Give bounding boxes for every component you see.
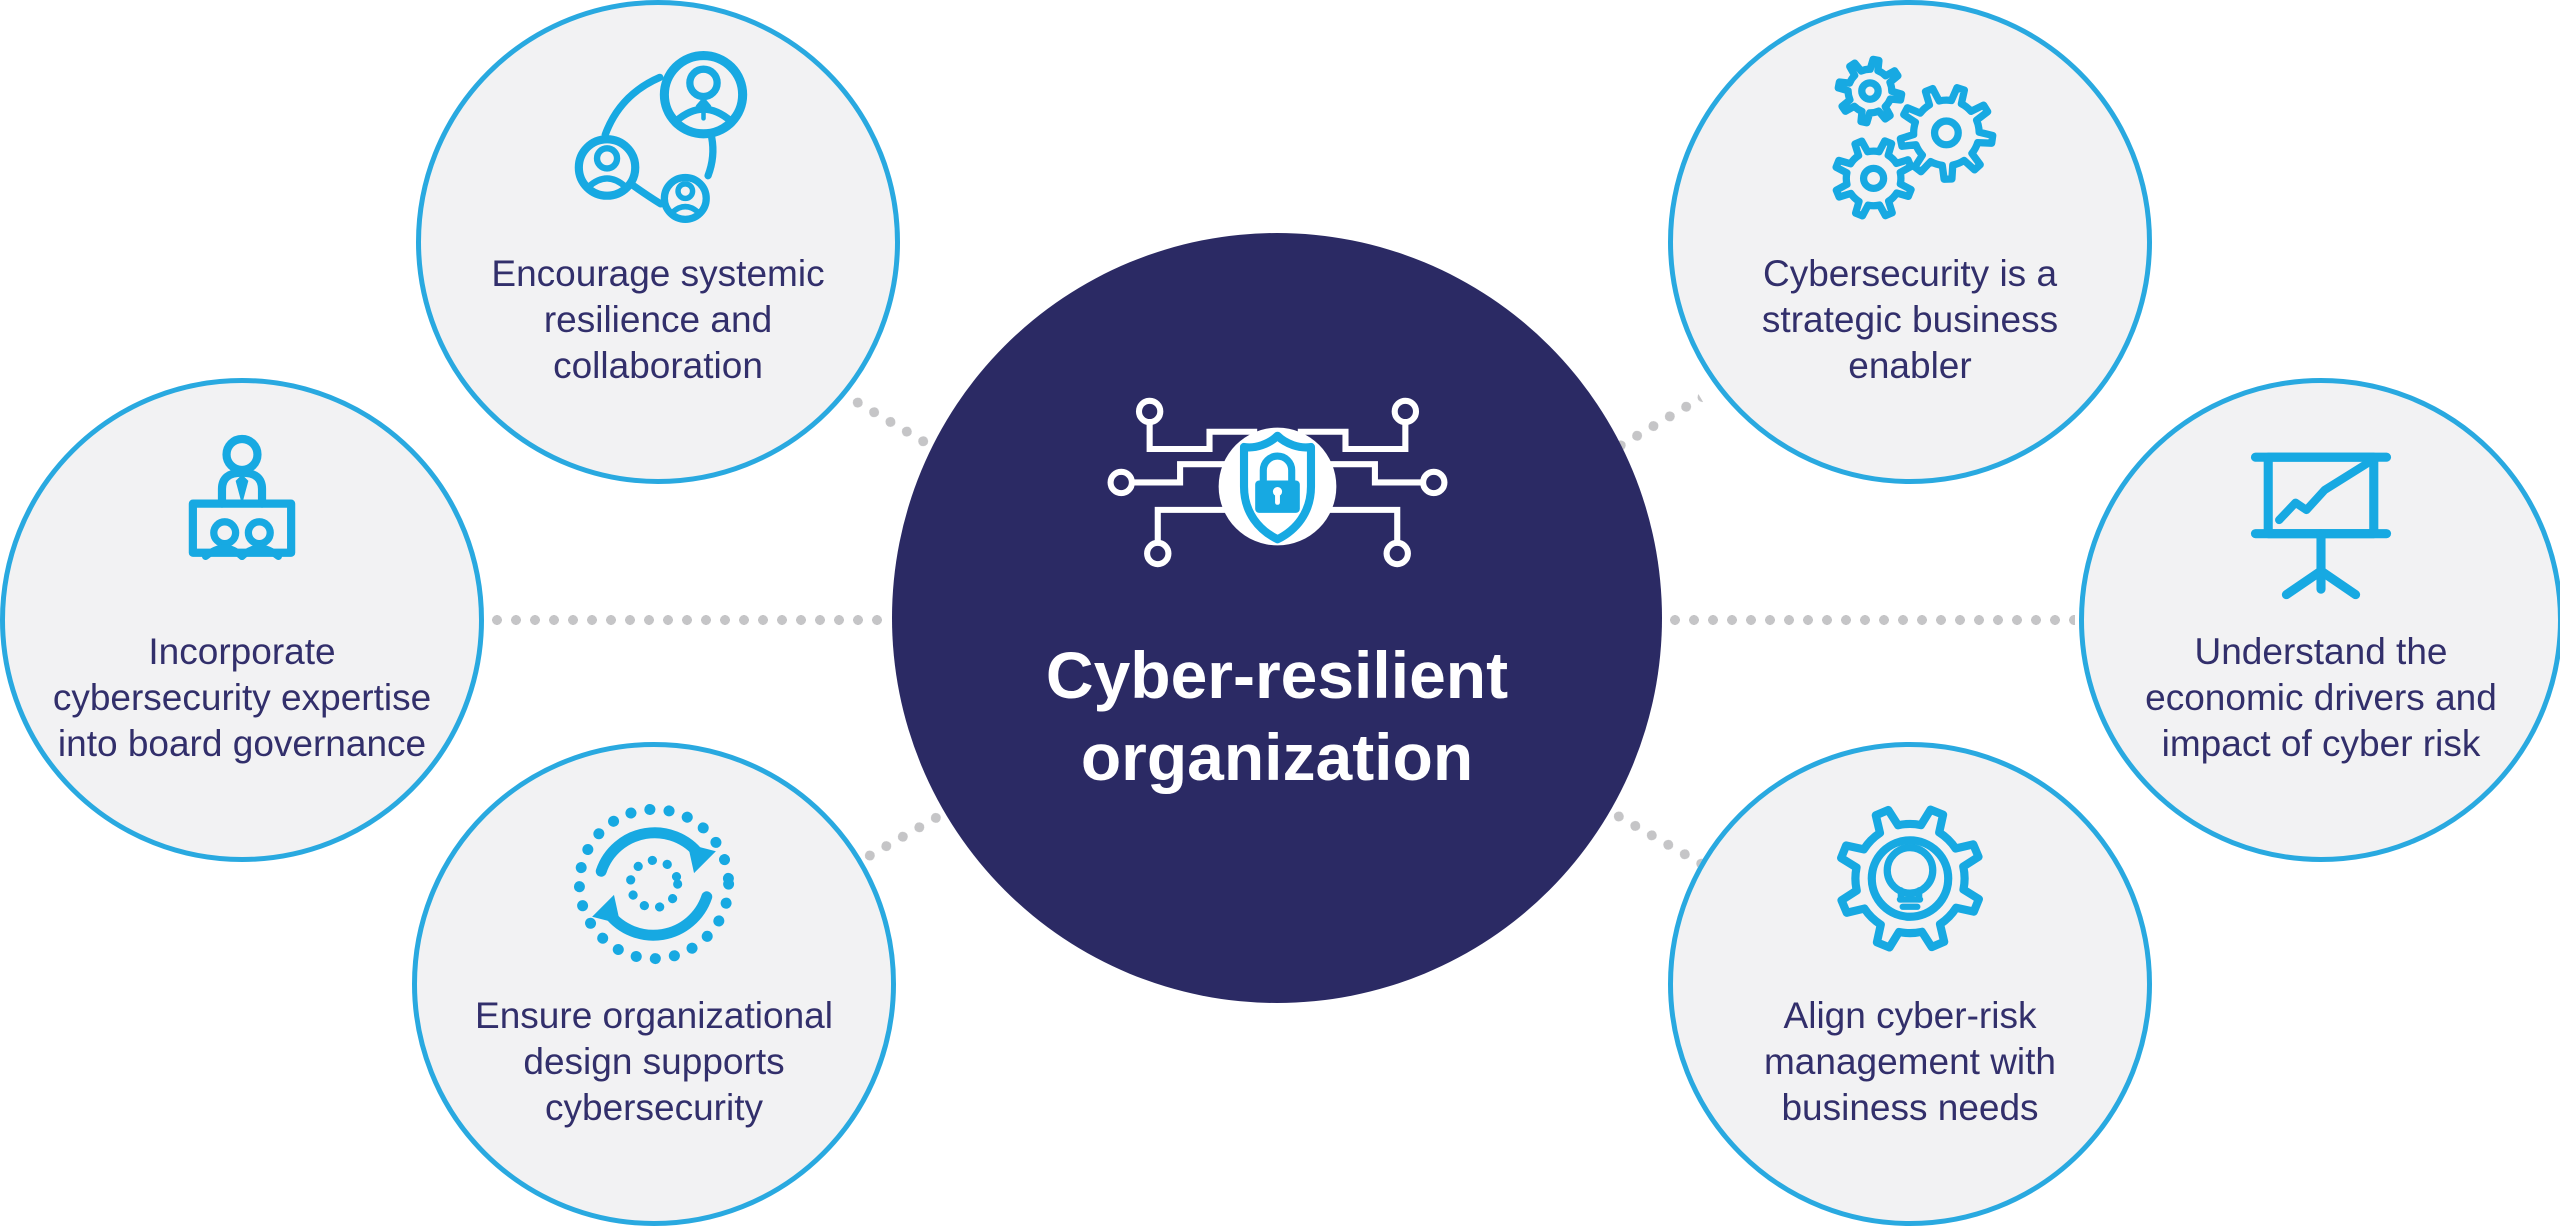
satellite-text-line: Encourage systemic	[491, 253, 825, 294]
satellite-encourage-resilience: Encourage systemic resilience and collab…	[416, 0, 900, 484]
satellite-text-line: enabler	[1848, 345, 1972, 386]
shield-lock-network-icon	[1105, 393, 1450, 576]
connector-bottom-right	[1608, 806, 1704, 869]
satellite-text-line: cybersecurity	[545, 1087, 763, 1128]
satellite-text-line: into board governance	[57, 723, 427, 764]
gears-icon	[1819, 51, 2001, 233]
satellite-text-line: Incorporate	[148, 631, 336, 672]
center-hub-circle: Cyber-resilient organization	[892, 233, 1662, 1003]
satellite-economic-drivers: Understand the economic drivers and impa…	[2079, 378, 2560, 862]
satellite-text-line: resilience and	[543, 299, 773, 340]
satellite-text-line: strategic business	[1761, 299, 2059, 340]
satellite-text: Understand the economic drivers and impa…	[2101, 629, 2541, 767]
satellite-text-line: Align cyber-risk	[1783, 995, 2037, 1036]
satellite-text: Encourage systemic resilience and collab…	[438, 251, 878, 389]
satellite-organizational-design: Ensure organizational design supports cy…	[412, 742, 896, 1226]
satellite-board-governance: Incorporate cybersecurity expertise into…	[0, 378, 484, 862]
center-title: Cyber-resilient organization	[1046, 634, 1508, 798]
satellite-text-line: impact of cyber risk	[2161, 723, 2481, 764]
satellite-text: Align cyber-risk management with busines…	[1690, 993, 2130, 1131]
satellite-text: Ensure organizational design supports cy…	[434, 993, 874, 1131]
center-title-line-1: Cyber-resilient	[1045, 638, 1509, 712]
satellite-strategic-enabler: Cybersecurity is a strategic business en…	[1668, 0, 2152, 484]
satellite-text: Cybersecurity is a strategic business en…	[1690, 251, 2130, 389]
cycle-arrows-icon	[563, 793, 745, 975]
connector-left	[488, 614, 888, 626]
satellite-text-line: design supports	[523, 1041, 785, 1082]
connector-right	[1666, 614, 2075, 626]
satellite-text-line: economic drivers and	[2145, 677, 2497, 718]
connector-bottom-left	[859, 806, 950, 866]
satellite-text-line: management with	[1763, 1041, 2057, 1082]
satellite-text-line: business needs	[1781, 1087, 2039, 1128]
connector-top-right	[1609, 392, 1704, 456]
center-title-line-2: organization	[1080, 720, 1474, 794]
connector-top-left	[846, 392, 941, 456]
people-network-icon	[567, 51, 749, 233]
board-governance-icon	[151, 429, 333, 611]
presentation-chart-icon	[2230, 429, 2412, 611]
satellite-text: Incorporate cybersecurity expertise into…	[22, 629, 462, 767]
satellite-cyber-risk-alignment: Align cyber-risk management with busines…	[1668, 742, 2152, 1226]
satellite-text-line: Cybersecurity is a	[1762, 253, 2058, 294]
gear-lightbulb-icon	[1819, 793, 2001, 975]
satellite-text-line: collaboration	[553, 345, 763, 386]
satellite-text-line: Ensure organizational	[475, 995, 833, 1036]
satellite-text-line: cybersecurity expertise	[52, 677, 432, 718]
satellite-text-line: Understand the	[2194, 631, 2448, 672]
